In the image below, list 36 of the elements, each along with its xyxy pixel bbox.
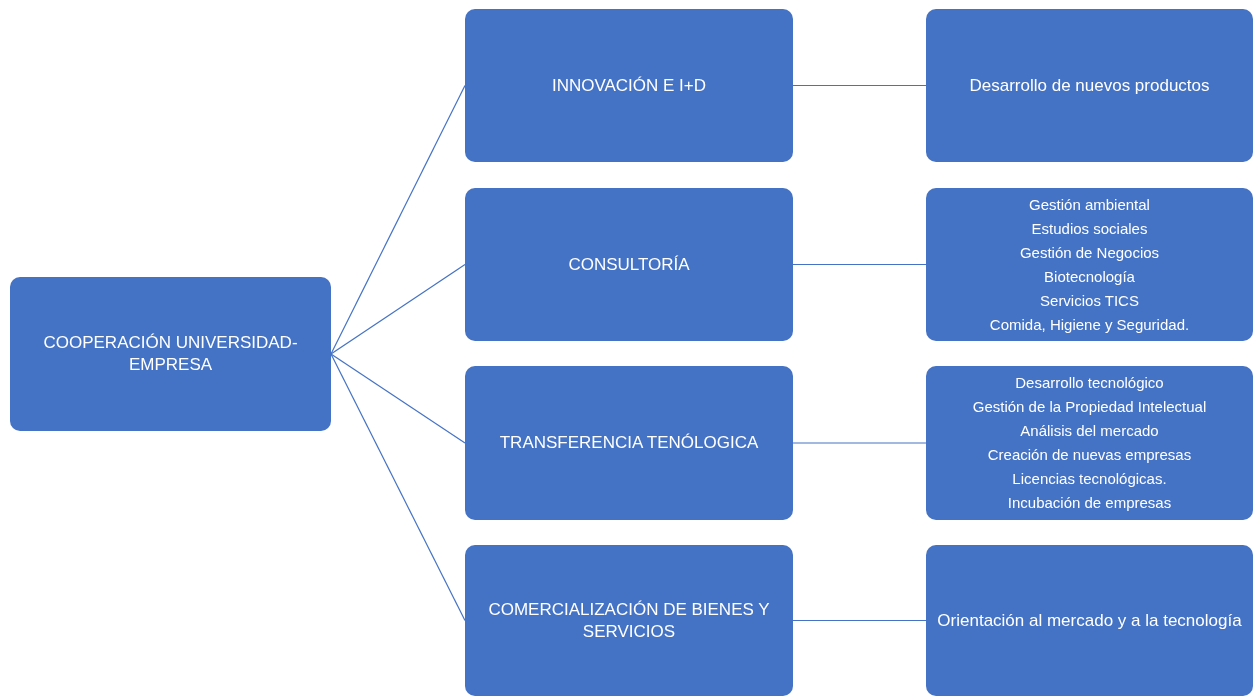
list-item: Creación de nuevas empresas bbox=[987, 445, 1192, 465]
list-item: Gestión ambiental bbox=[1029, 194, 1150, 215]
connector-line bbox=[330, 353, 466, 444]
list-item: Comida, Higiene y Seguridad. bbox=[989, 314, 1190, 335]
process-box bbox=[10, 277, 331, 431]
box-label: CONSULTORÍA bbox=[568, 253, 690, 276]
box-label: Desarrollo de nuevos productos bbox=[969, 74, 1210, 97]
list-item: Biotecnología bbox=[1044, 266, 1135, 287]
connector-line bbox=[330, 353, 466, 622]
list-item: Servicios TICS bbox=[1040, 290, 1139, 311]
connector-line bbox=[792, 442, 927, 444]
connector-line bbox=[330, 84, 466, 355]
box-label: TRANSFERENCIA TENÓLOGICA bbox=[499, 432, 759, 454]
list-item: Gestión de la Propiedad Intelectual bbox=[972, 397, 1207, 417]
box-label: Orientación al mercado y a la tecnología bbox=[937, 609, 1242, 632]
process-box bbox=[465, 545, 793, 696]
connector-line bbox=[792, 619, 927, 622]
list-item: Análisis del mercado bbox=[1020, 421, 1159, 441]
box-label: COMERCIALIZACIÓN DE BIENES Y SERVICIOS bbox=[487, 598, 771, 643]
connector-line bbox=[792, 263, 927, 266]
list-item: Estudios sociales bbox=[1031, 218, 1148, 239]
box-label: COOPERACIÓN UNIVERSIDAD-EMPRESA bbox=[42, 332, 299, 376]
process-box bbox=[926, 545, 1253, 696]
list-item: Incubación de empresas bbox=[1007, 493, 1172, 513]
connector-line bbox=[330, 263, 466, 355]
process-box bbox=[926, 188, 1253, 341]
connector-line bbox=[792, 84, 927, 87]
process-box bbox=[465, 9, 793, 162]
list-item: Gestión de Negocios bbox=[1019, 242, 1160, 263]
process-box bbox=[465, 188, 793, 341]
box-label: INNOVACIÓN E I+D bbox=[551, 74, 707, 97]
list-item: Desarrollo tecnológico bbox=[1015, 373, 1164, 393]
process-box bbox=[465, 366, 793, 520]
list-item: Licencias tecnológicas. bbox=[1012, 469, 1167, 489]
process-box bbox=[926, 9, 1253, 162]
process-box bbox=[926, 366, 1253, 520]
